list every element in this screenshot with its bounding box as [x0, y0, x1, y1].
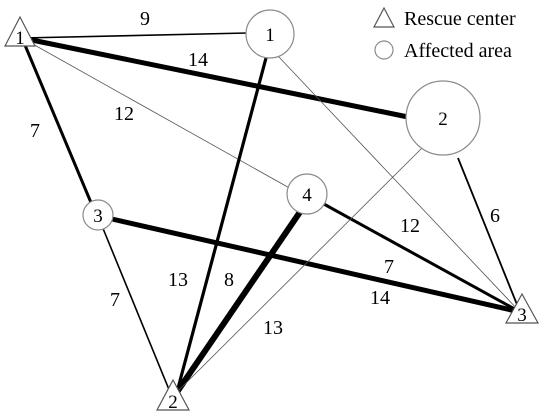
edge-label-aa4-rc3: 7	[384, 256, 394, 278]
affected-area-2: 2	[405, 80, 481, 156]
affected-area-3-circle	[82, 199, 114, 231]
rescue-center-3-label: 3	[517, 305, 527, 326]
edge-rc1-aa4	[21, 37, 294, 191]
affected-area-4-circle	[286, 173, 328, 215]
edge-label-aa2-rc3: 6	[490, 205, 500, 227]
legend: Rescue center Affected area	[373, 6, 516, 62]
edge-label-aa1-rc2: 13	[168, 269, 188, 291]
edge-aa1-rc3	[277, 55, 521, 313]
rescue-center-2-label: 2	[168, 392, 178, 413]
rescue-center-1-label: 1	[15, 28, 25, 49]
edge-label-aa3-rc3: 14	[370, 287, 390, 309]
edge-label-rc1-aa1: 9	[140, 8, 150, 30]
edge-aa2-rc2	[176, 147, 423, 393]
edge-aa4-rc3	[321, 201, 521, 314]
rescue-center-2-triangle	[156, 378, 190, 411]
edge-aa3-rc2	[101, 225, 171, 393]
edge-rc1-aa3	[20, 37, 94, 206]
affected-area-1: 1	[245, 9, 295, 59]
rescue-center-1-triangle	[4, 15, 36, 47]
edges	[20, 32, 521, 394]
edge-label-aa4-rc2: 8	[224, 269, 234, 291]
rescue-centers: 1 2 3	[4, 15, 540, 413]
affected-areas: 1 2 3 4	[82, 9, 481, 231]
affected-area-3-label: 3	[93, 206, 103, 227]
affected-area-3: 3	[82, 199, 114, 231]
affected-area-4-label: 4	[302, 185, 312, 206]
edge-label-rc1-aa3: 7	[30, 120, 40, 142]
legend-rescue-center-label: Rescue center	[404, 8, 516, 30]
edge-aa3-rc3	[111, 216, 521, 315]
edge-label-aa3-rc2: 7	[110, 289, 120, 311]
edge-label-rc1-aa4: 12	[114, 103, 134, 125]
edge-label-rc1-aa2: 14	[188, 49, 208, 71]
affected-area-2-circle	[405, 80, 481, 156]
edge-aa1-rc2	[175, 57, 268, 393]
edge-labels: 9 14 12 7 7 14 13 12 8 7 13 6	[30, 8, 500, 339]
affected-area-1-label: 1	[265, 25, 275, 46]
rescue-center-3: 3	[504, 292, 540, 326]
rescue-center-1: 1	[4, 15, 36, 49]
edge-label-aa2-rc2: 13	[263, 317, 283, 339]
legend-circle-icon	[374, 40, 394, 60]
rescue-center-3-triangle	[504, 292, 540, 324]
legend-triangle-icon	[373, 6, 395, 28]
edge-rc1-aa1	[21, 32, 248, 39]
rescue-center-2: 2	[156, 378, 190, 413]
edge-label-aa1-rc3: 12	[400, 215, 420, 237]
edge-aa4-rc2	[174, 210, 303, 394]
affected-area-1-circle	[245, 9, 295, 59]
affected-area-2-label: 2	[438, 109, 448, 130]
affected-area-4: 4	[286, 173, 328, 215]
edge-aa2-rc3	[457, 157, 521, 313]
legend-affected-area-label: Affected area	[404, 40, 512, 62]
edge-rc1-aa2	[21, 35, 409, 120]
